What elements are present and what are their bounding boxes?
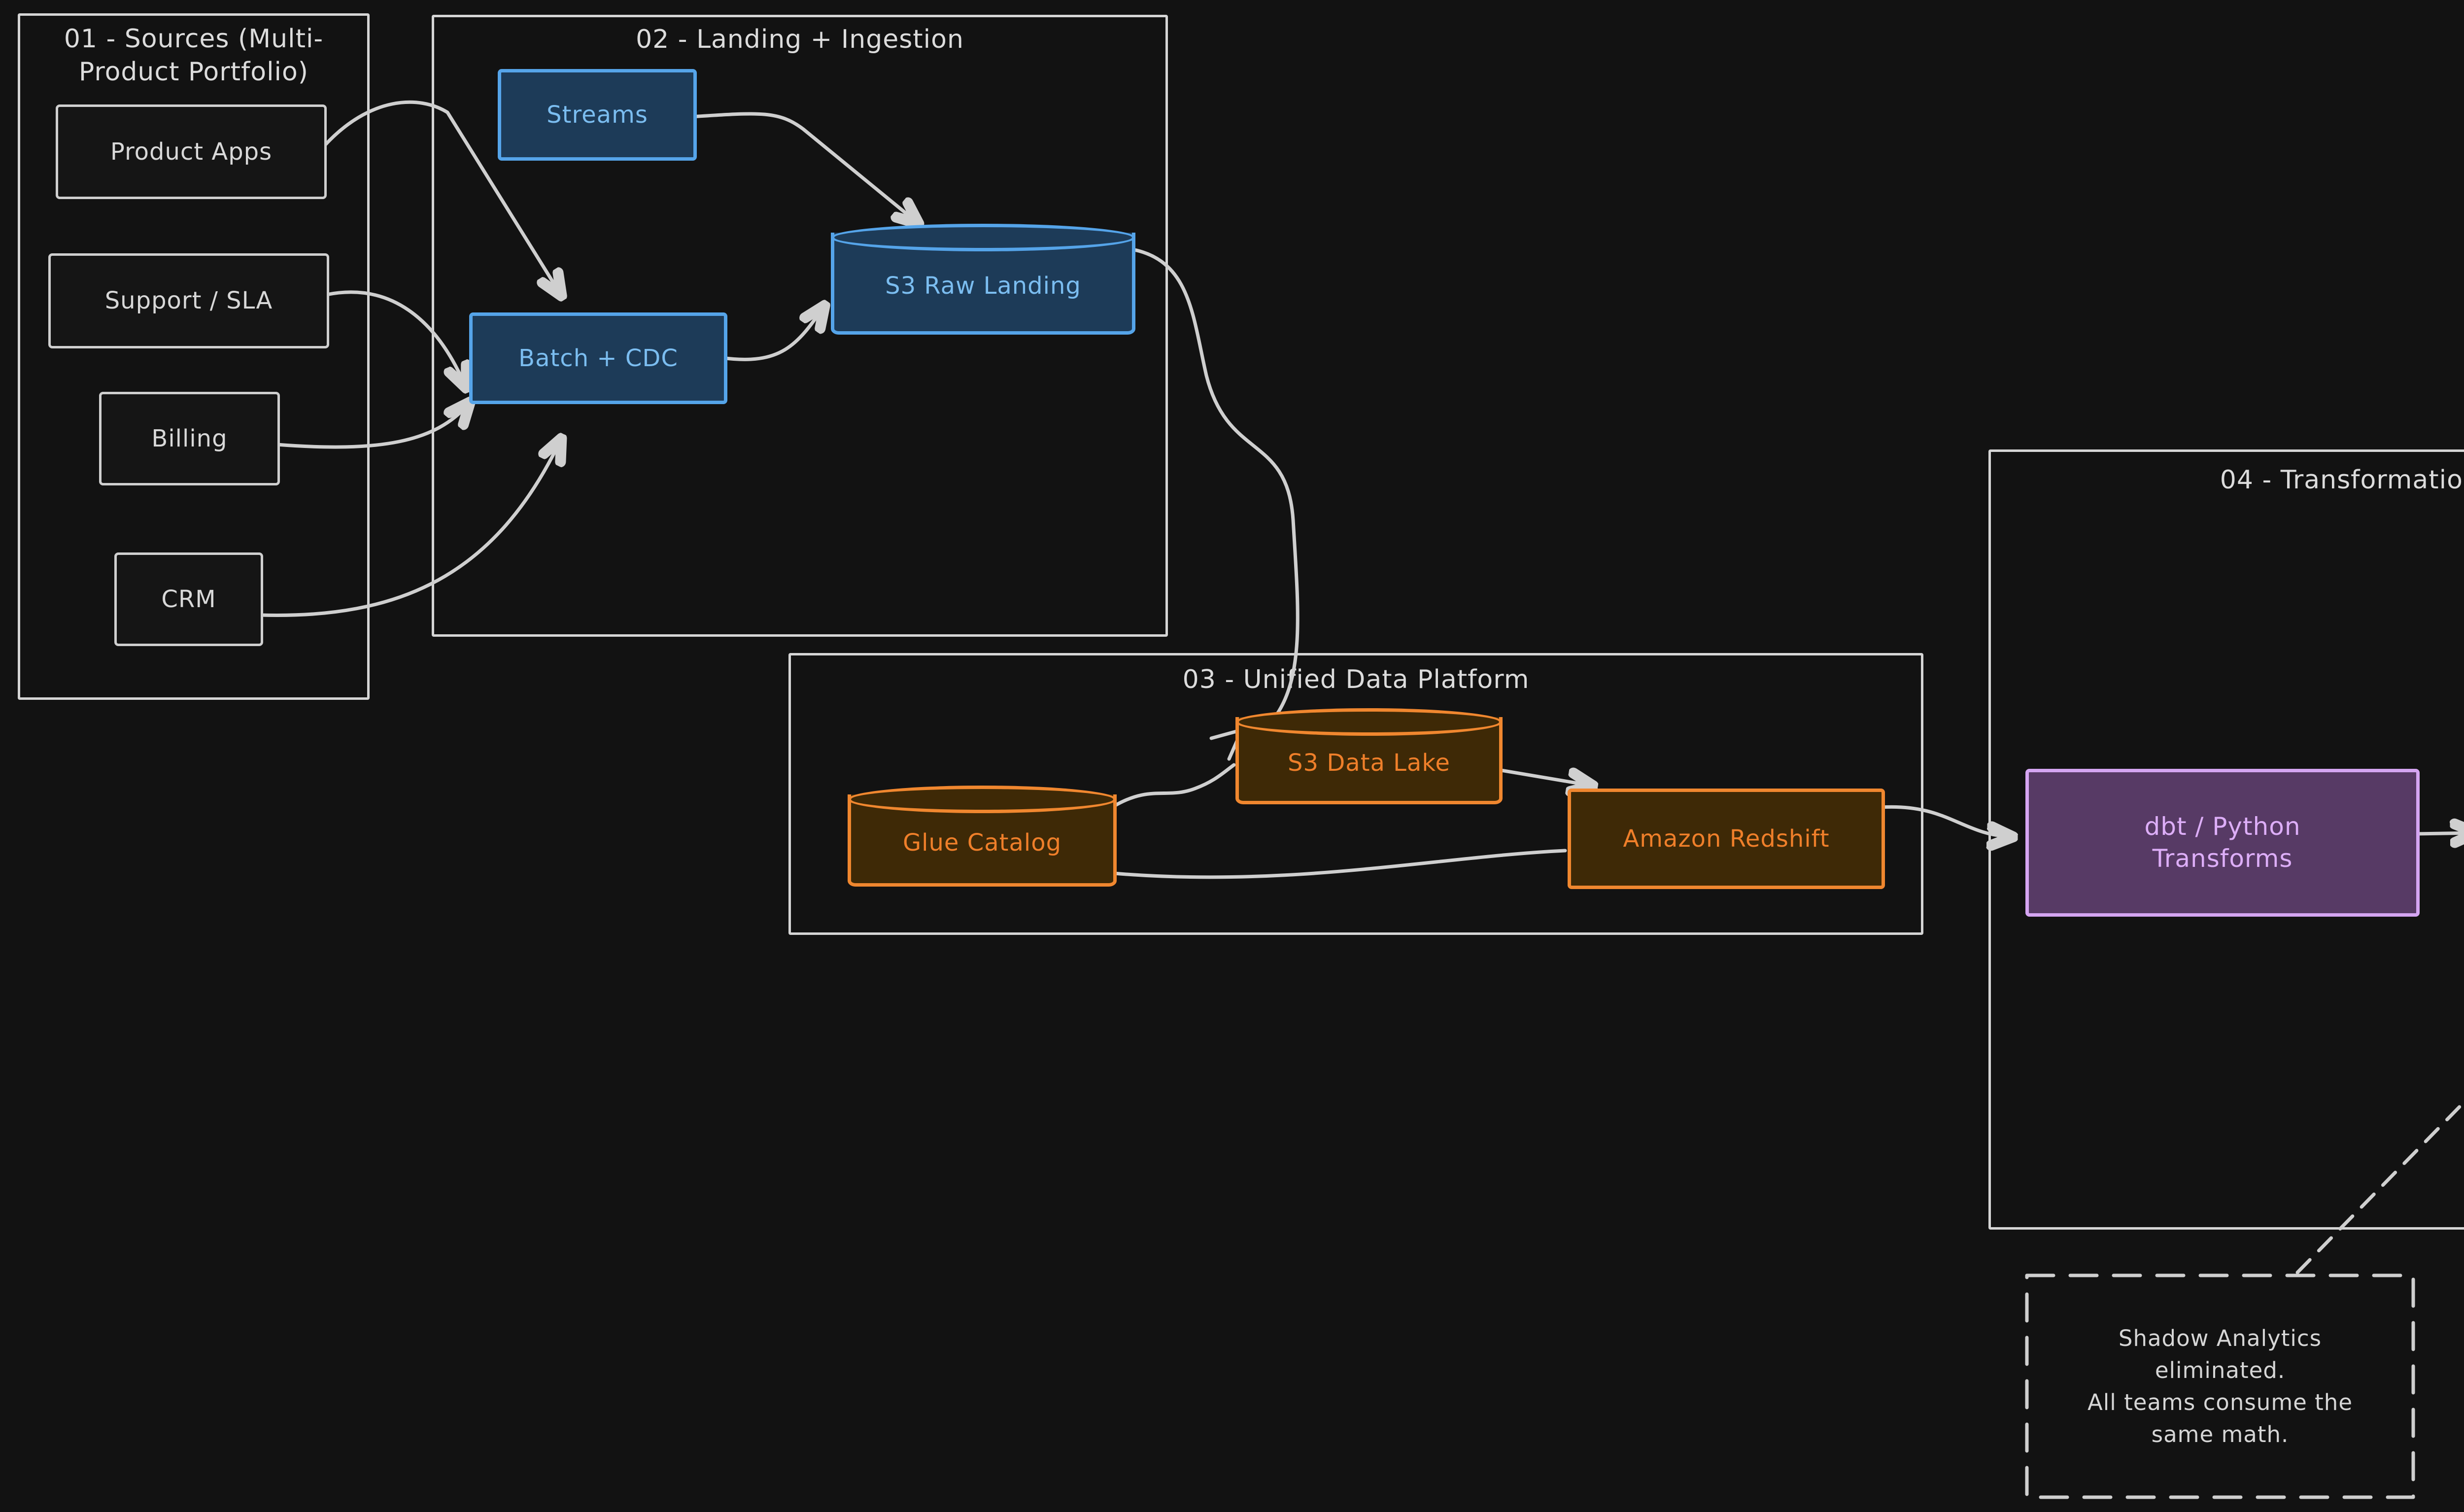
node-dbt-python-transforms-label: dbt / Python Transforms [2144, 812, 2301, 873]
group-01-title: 01 - Sources (Multi- Product Portfolio) [64, 24, 324, 87]
node-support-sla: Support / SLA [48, 253, 329, 348]
group-04-transformation-governance: 04 - Transformation & Governance [1988, 449, 2464, 1230]
node-crm: CRM [114, 552, 263, 646]
node-crm-label: CRM [161, 585, 216, 613]
group-02-title: 02 - Landing + Ingestion [636, 25, 964, 54]
group-03-title: 03 - Unified Data Platform [1182, 665, 1530, 694]
node-amazon-redshift: Amazon Redshift [1568, 789, 1885, 889]
group-01-sources: 01 - Sources (Multi- Product Portfolio) [18, 13, 370, 700]
node-glue-catalog-label: Glue Catalog [902, 828, 1062, 857]
node-s3-raw-landing-label: S3 Raw Landing [885, 272, 1081, 300]
shadow-note: Shadow Analytics eliminated. All teams c… [2027, 1275, 2413, 1497]
node-billing: Billing [99, 392, 280, 485]
group-02-landing-ingestion: 02 - Landing + Ingestion [432, 15, 1168, 637]
node-streams: Streams [498, 69, 697, 161]
node-s3-data-lake: S3 Data Lake [1235, 708, 1503, 804]
node-glue-catalog: Glue Catalog [848, 786, 1117, 887]
node-streams-label: Streams [547, 101, 648, 129]
node-amazon-redshift-label: Amazon Redshift [1623, 825, 1830, 853]
node-batch-cdc-label: Batch + CDC [518, 344, 678, 372]
node-batch-cdc: Batch + CDC [469, 312, 727, 404]
node-billing-label: Billing [151, 424, 228, 452]
node-product-apps-label: Product Apps [110, 137, 273, 166]
shadow-note-label: Shadow Analytics eliminated. All teams c… [2087, 1325, 2353, 1448]
group-04-title: 04 - Transformation & Governance [2220, 465, 2464, 495]
node-product-apps: Product Apps [56, 104, 327, 199]
node-dbt-python-transforms: dbt / Python Transforms [2025, 769, 2420, 917]
node-s3-data-lake-label: S3 Data Lake [1288, 749, 1450, 777]
node-s3-raw-landing: S3 Raw Landing [831, 224, 1135, 335]
node-support-sla-label: Support / SLA [104, 287, 273, 315]
